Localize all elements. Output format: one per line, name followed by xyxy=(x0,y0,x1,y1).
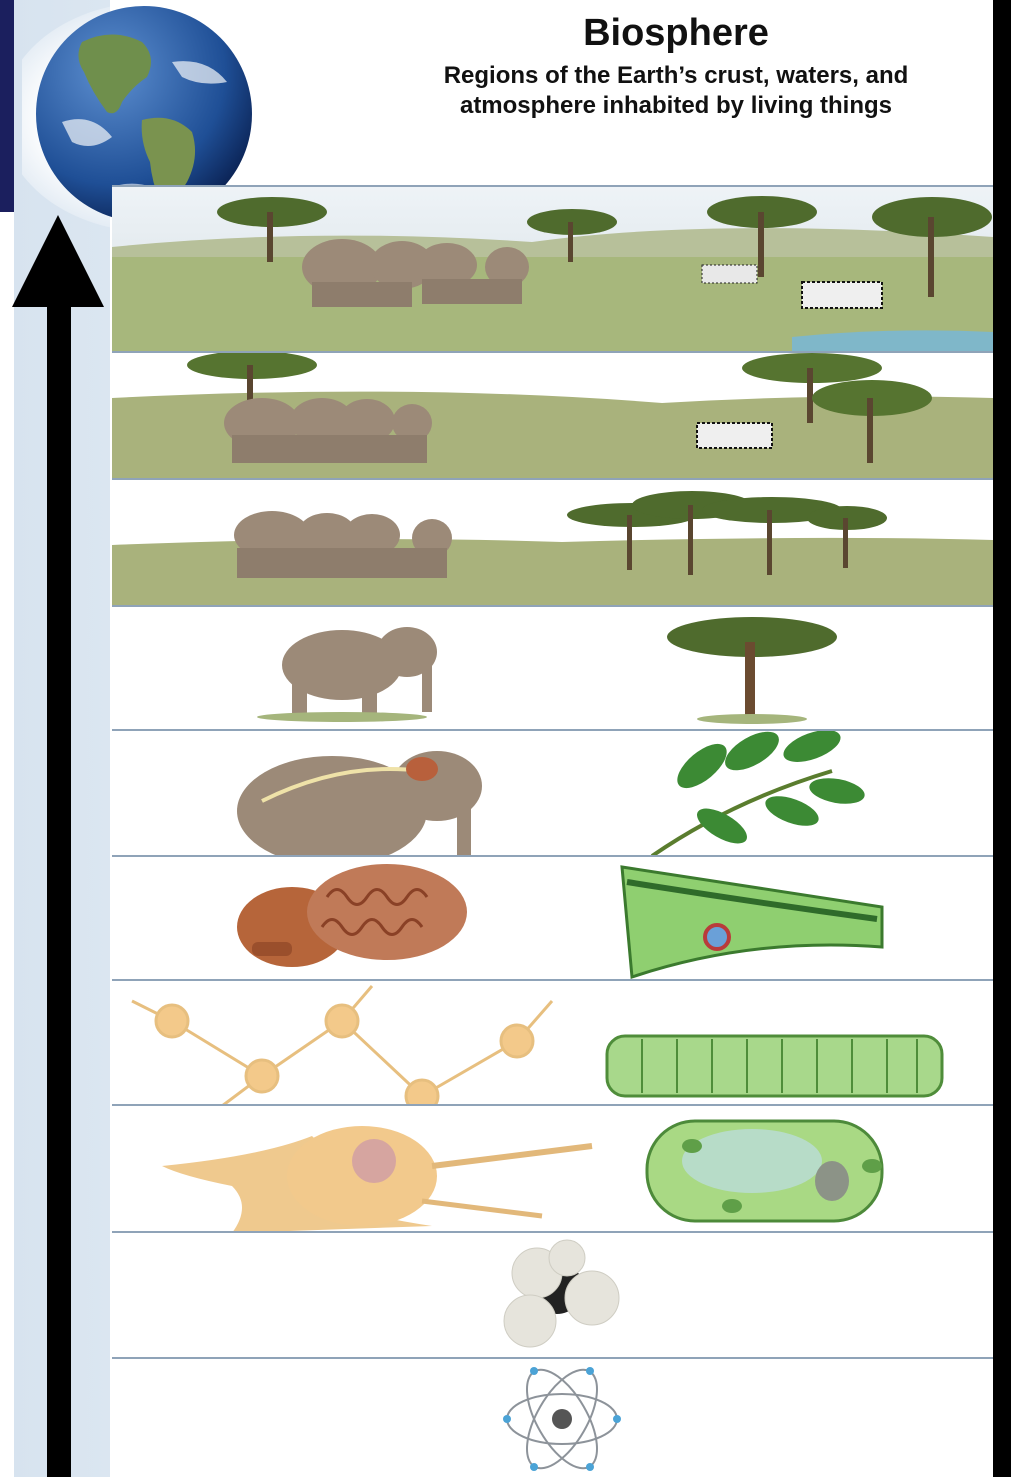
page-title: Biosphere xyxy=(296,12,1011,55)
plant-tissue-icon xyxy=(607,1036,942,1096)
panel-molecule xyxy=(112,1231,993,1359)
elephant-herd-icon xyxy=(224,398,432,463)
subtitle-line-1: Regions of the Earth’s crust, waters, an… xyxy=(296,61,1011,91)
panel-community xyxy=(112,351,993,480)
panel-tissue xyxy=(112,979,993,1106)
navy-corner-block xyxy=(0,0,14,212)
zebra-herd-icon xyxy=(697,423,772,448)
panel-organ-system xyxy=(112,729,993,857)
subtitle: Regions of the Earth’s crust, waters, an… xyxy=(296,61,1011,121)
panel-atom xyxy=(112,1357,993,1479)
up-arrow-icon xyxy=(10,215,110,1477)
panel-biosphere xyxy=(112,185,993,353)
panel-population xyxy=(112,478,993,607)
plant-cell-icon xyxy=(647,1121,882,1221)
panel-organism xyxy=(112,605,993,731)
panel-cell xyxy=(112,1104,993,1233)
subtitle-line-2: atmosphere inhabited by living things xyxy=(296,91,1011,121)
header: Biosphere Regions of the Earth’s crust, … xyxy=(296,12,1011,121)
panel-organ xyxy=(112,855,993,981)
right-edge-bar xyxy=(993,0,1011,1477)
